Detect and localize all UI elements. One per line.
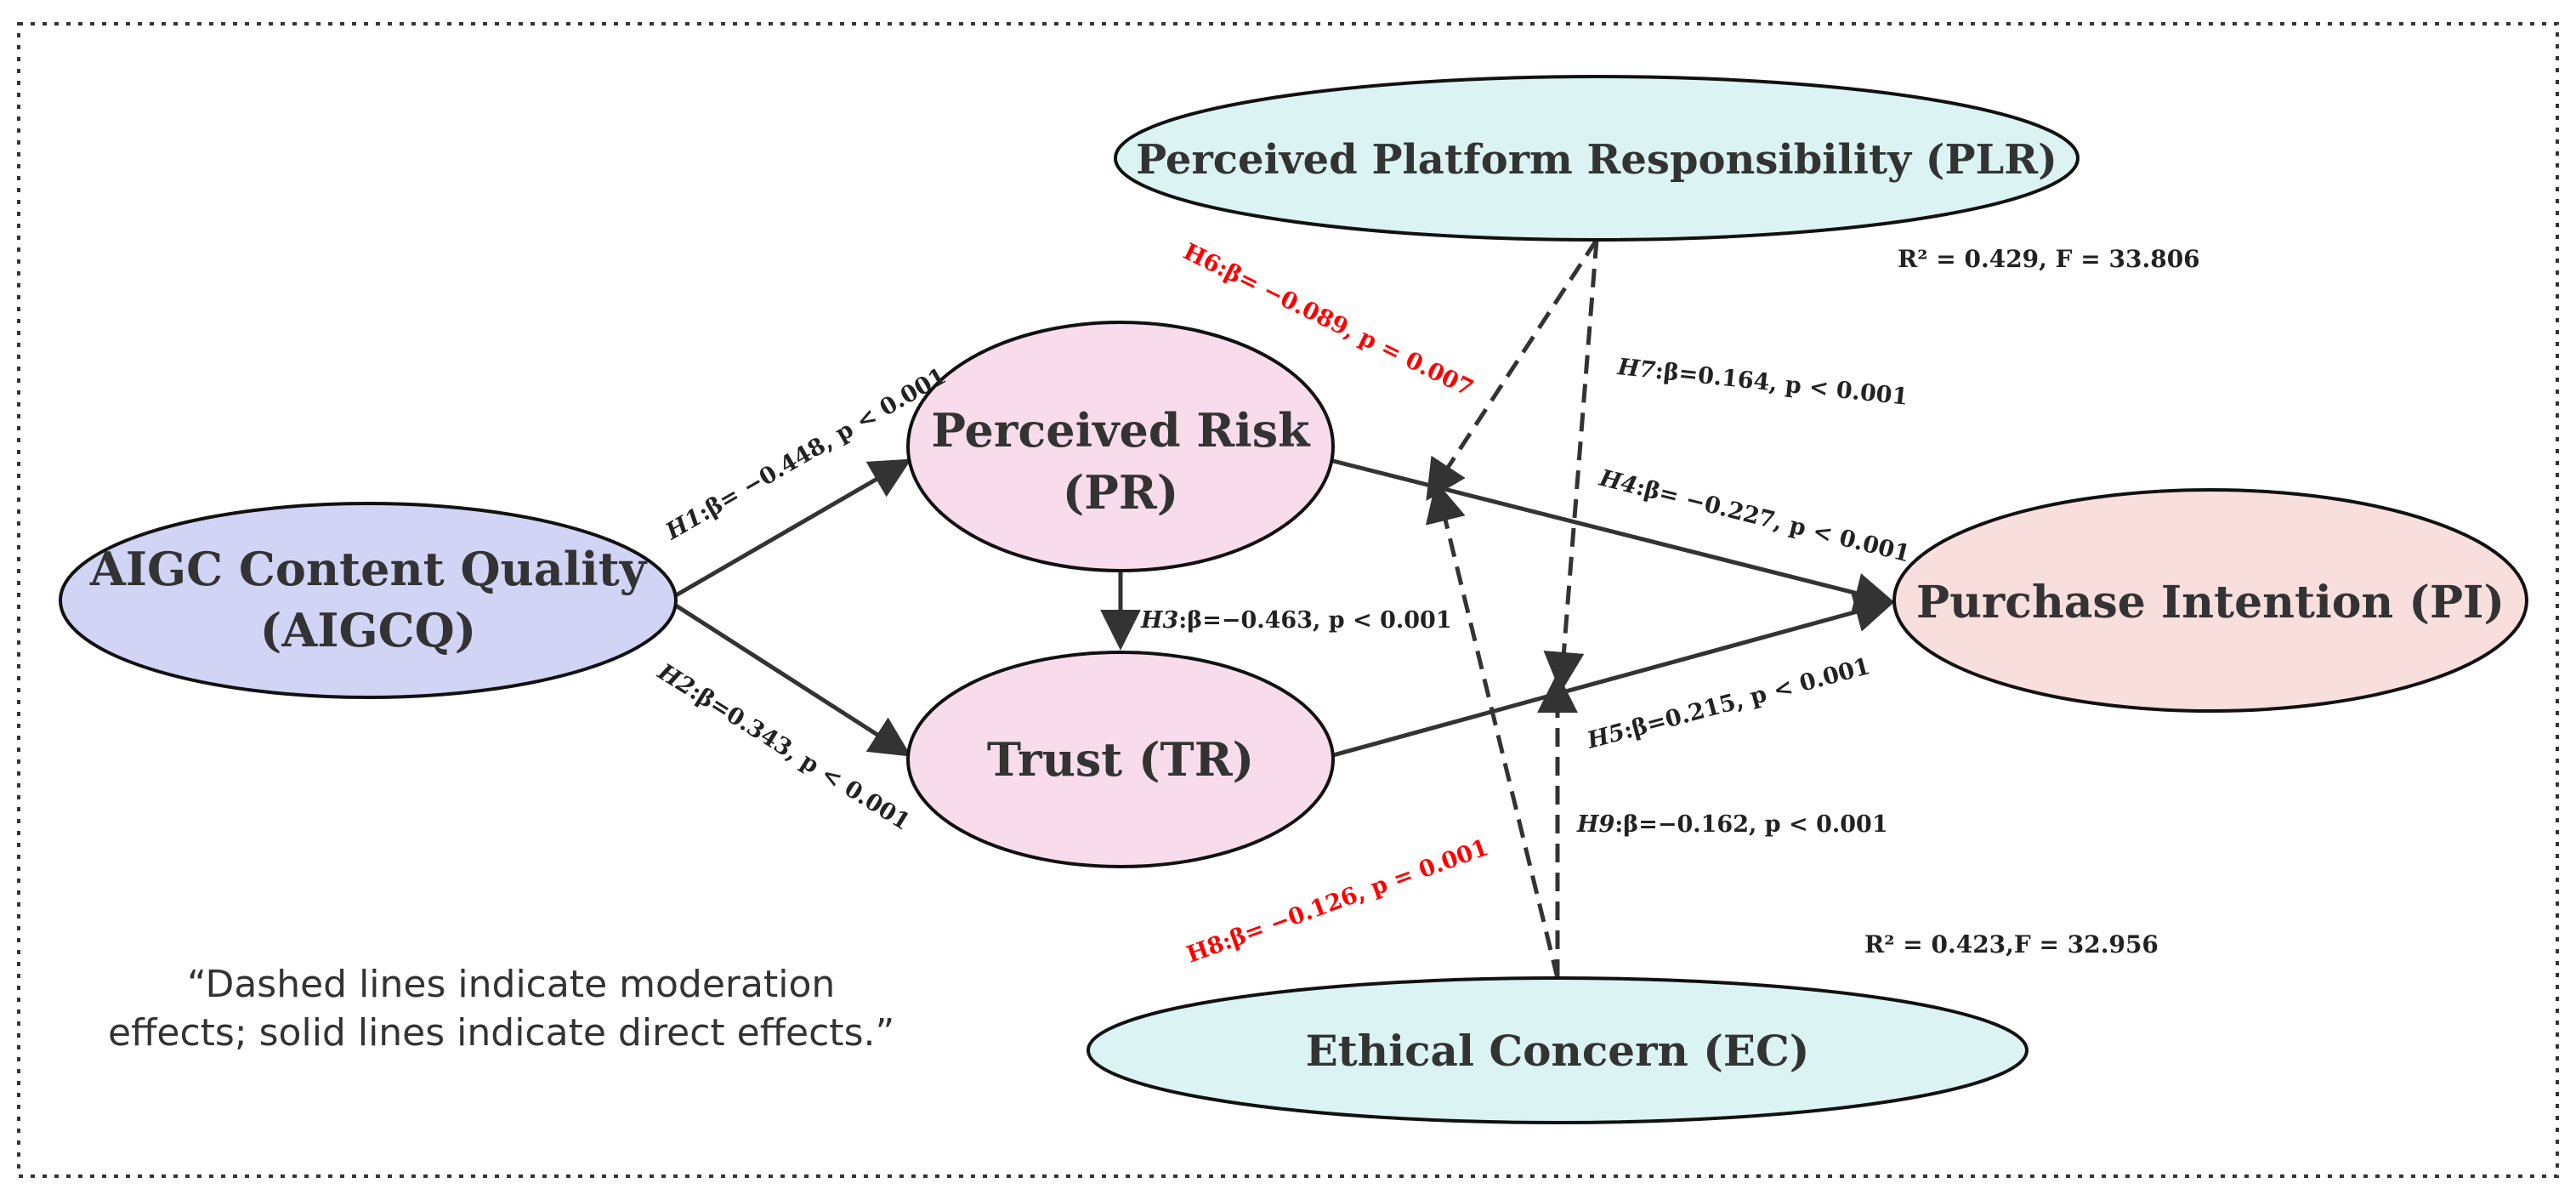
node-pr-label-line2: (PR) [1063,465,1179,520]
node-aigcq: AIGC Content Quality (AIGCQ) [59,502,678,699]
node-tr-shape [906,651,1335,868]
path-label-h7: H7:β=0.164, p < 0.001 [1615,354,1909,411]
stat-plr-model: R² = 0.429, F = 33.806 [1898,245,2200,273]
node-aigcq-label-line2: (AIGCQ) [260,603,476,657]
arrow-h8 [1425,481,1560,979]
path-label-h5: H5:β=0.215, p < 0.001 [1584,653,1873,754]
legend-note-line1: “Dashed lines indicate moderation [187,963,835,1006]
node-ec: Ethical Concern (EC) [1087,976,2028,1124]
arrow-h2 [674,603,912,757]
arrow-h5 [1332,592,1896,758]
node-pi: Purchase Intention (PI) [1892,488,2528,713]
path-label-h2: H2:β=0.343, p < 0.001 [652,658,914,836]
node-plr-shape [1114,75,2080,242]
path-label-h8: H8:β= −0.126, p = 0.001 [1183,834,1492,968]
node-pr: Perceived Risk (PR) [906,321,1335,572]
arrow-h7 [1543,239,1599,693]
node-aigcq-shape [59,502,678,699]
node-ec-shape [1087,976,2028,1124]
node-ec-label: Ethical Concern (EC) [1306,1026,1810,1076]
arrow-h6 [1426,238,1599,502]
node-pi-shape [1892,488,2528,713]
path-label-h4: H4:β= −0.227, p < 0.001 [1596,464,1912,567]
stat-ec-model: R² = 0.423,F = 32.956 [1864,930,2159,958]
node-aigcq-label-line1: AIGC Content Quality [89,542,648,596]
node-tr: Trust (TR) [906,651,1335,868]
legend-note-line2: effects; solid lines indicate direct eff… [108,1011,894,1055]
arrow-h1 [674,458,912,598]
node-pr-shape [906,321,1335,572]
path-label-h9: H9:β=−0.162, p < 0.001 [1576,811,1888,838]
node-pr-label-line1: Perceived Risk [931,403,1311,458]
path-label-h3: H3:β=−0.463, p < 0.001 [1140,607,1452,634]
node-tr-label: Trust (TR) [987,732,1254,787]
node-plr: Perceived Platform Responsibility (PLR) [1114,75,2080,242]
node-pi-label: Purchase Intention (PI) [1916,577,2505,628]
node-plr-label: Perceived Platform Responsibility (PLR) [1136,136,2057,184]
